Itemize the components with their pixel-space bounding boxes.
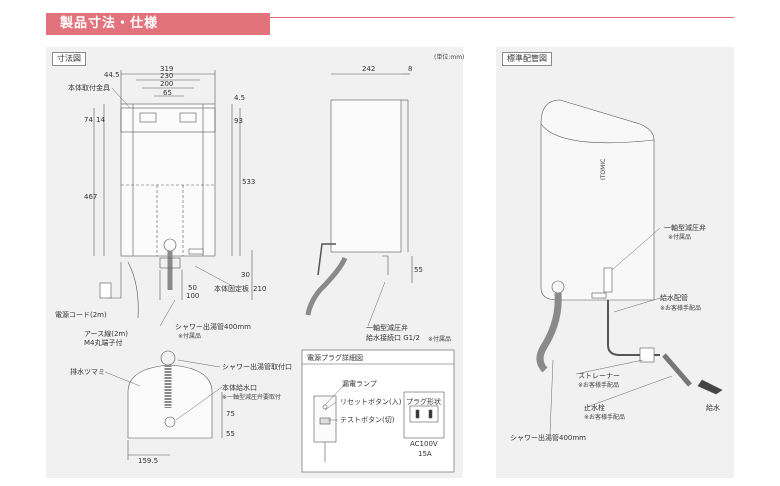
dim-55-bottom: 55 — [226, 430, 235, 438]
dim-230: 230 — [160, 72, 174, 80]
label-supply-conn: 給水接続口 G1/2 — [366, 334, 420, 342]
label-shower-pipe: シャワー出湯管400mm — [175, 323, 251, 331]
heater-brand: ITOMIC — [600, 158, 607, 180]
piping-water-in-label: 給水 — [706, 404, 720, 412]
header-banner — [46, 13, 270, 35]
dim-467: 467 — [84, 193, 98, 201]
piping-valve-note: ※付属品 — [668, 234, 692, 241]
piping-strainer-label: ストレーナー — [578, 372, 620, 380]
dim-533: 533 — [242, 178, 256, 186]
cord-plug — [99, 282, 112, 299]
plug-lamp-label: 漏電ランプ — [342, 380, 377, 388]
piping-stop-valve-note: ※お客様手配品 — [584, 414, 626, 421]
piping-strainer-note: ※お客様手配品 — [578, 382, 620, 389]
dim-50: 50 — [188, 284, 197, 292]
piping-stop-valve-label: 止水栓 — [584, 404, 605, 412]
dim-65: 65 — [163, 89, 172, 97]
piping-shower-label: シャワー出湯管400mm — [510, 434, 586, 442]
front-body — [120, 103, 216, 257]
dim-14: 14 — [96, 116, 105, 124]
label-mount-bracket: 本体取付金具 — [68, 84, 110, 92]
dim-319: 319 — [160, 65, 174, 73]
label-earth-wire: アース線(2m) — [84, 330, 128, 338]
piping-heater-body — [540, 99, 655, 301]
dimension-panel-label: 寸法図 — [52, 52, 86, 66]
plug-shape-title: プラグ形状 — [406, 398, 441, 406]
dim-210: 210 — [253, 285, 267, 293]
dim-75: 75 — [226, 410, 235, 418]
piping-panel-label: 標準配管図 — [502, 52, 552, 66]
label-drain-knob: 排水ツマミ — [70, 368, 105, 376]
unit-note: (単位:mm) — [434, 54, 465, 61]
plug-detail-title: 電源プラグ詳細図 — [307, 354, 363, 362]
dim-8: 8 — [408, 65, 413, 73]
label-shower-port: シャワー出湯管取付口 — [222, 363, 292, 371]
label-accessory-1: ※付属品 — [178, 333, 202, 340]
label-valve-note: ※一軸型減圧弁要取付 — [222, 394, 282, 401]
dim-74: 74 — [84, 116, 93, 124]
plug-test-label: テストボタン(切) — [340, 416, 395, 424]
plug-reset-label: リセットボタン(入) — [340, 398, 402, 406]
label-fixing-plate: 本体固定板 — [214, 285, 249, 293]
label-inlet: 本体給水口 — [222, 384, 257, 392]
label-accessory-2: ※付属品 — [428, 336, 452, 343]
page-title: 製品寸法・仕様 — [60, 16, 159, 31]
dim-93: 93 — [234, 117, 243, 125]
piping-supply-note: ※お客様手配品 — [660, 305, 702, 312]
mount-bracket — [120, 107, 216, 133]
dim-4-5: 4.5 — [234, 94, 246, 102]
label-m4-terminal: M4丸端子付 — [84, 339, 123, 347]
label-single-valve: 一軸型減圧弁 — [366, 324, 408, 332]
plug-current: 15A — [418, 450, 432, 458]
bottom-nozzle — [160, 350, 176, 366]
dim-30: 30 — [241, 271, 250, 279]
dim-159-5: 159.5 — [138, 457, 159, 465]
plug-voltage: AC100V — [410, 440, 438, 448]
label-power-cord: 電源コード(2m) — [55, 311, 107, 319]
side-body — [330, 99, 402, 253]
dim-242: 242 — [362, 65, 376, 73]
dim-200: 200 — [160, 80, 174, 88]
dim-55-side: 55 — [414, 266, 423, 274]
piping-valve-label: 一軸型減圧弁 — [664, 224, 706, 232]
dim-100: 100 — [186, 292, 200, 300]
header-rule — [270, 17, 734, 18]
piping-supply-label: 給水配管 — [660, 294, 688, 302]
dim-44-5: 44.5 — [104, 71, 120, 79]
